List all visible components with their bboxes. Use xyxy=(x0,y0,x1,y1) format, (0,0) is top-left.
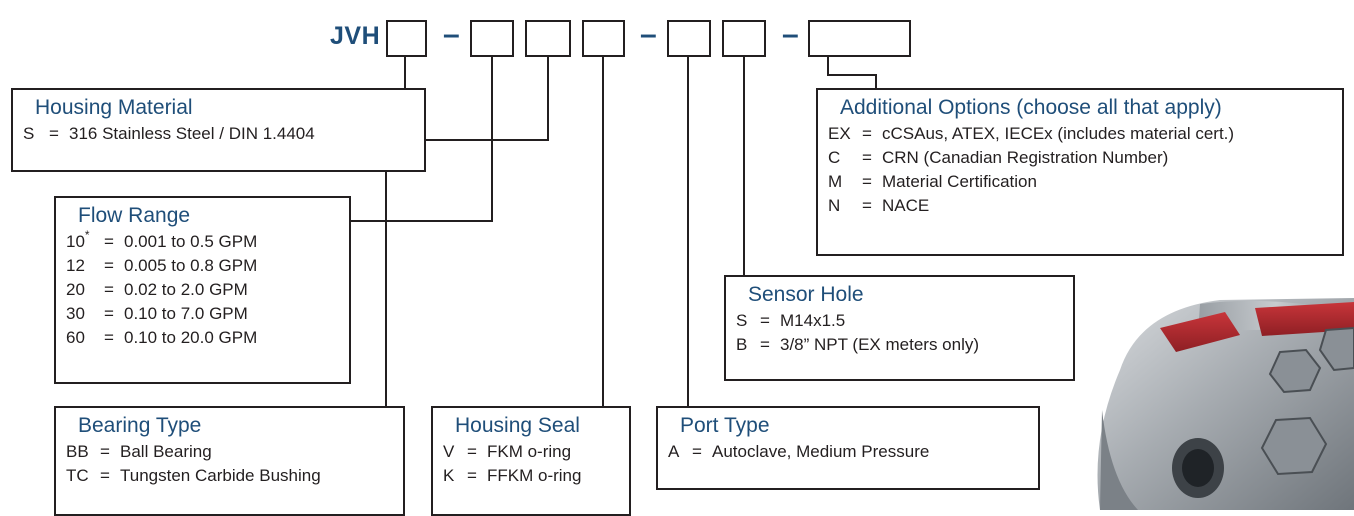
equals-sign: = xyxy=(457,464,487,488)
option-description: 0.02 to 2.0 GPM xyxy=(124,278,248,302)
option-description: FFKM o-ring xyxy=(487,464,581,488)
option-description: 3/8” NPT (EX meters only) xyxy=(780,333,979,357)
equals-sign: = xyxy=(852,146,882,170)
option-code: A xyxy=(668,440,682,464)
option-code: 10* xyxy=(66,230,94,254)
footnote-marker: * xyxy=(85,228,90,242)
option-code-value: 10 xyxy=(66,232,85,251)
model-prefix: JVH xyxy=(330,22,380,51)
slot-flow-range-1 xyxy=(470,20,514,57)
slot-port-type xyxy=(667,20,711,57)
equals-sign: = xyxy=(94,278,124,302)
option-row: 10* = 0.001 to 0.5 GPM xyxy=(66,230,339,254)
option-code: N xyxy=(828,194,852,218)
slot-sensor-hole xyxy=(722,20,766,57)
slot-bearing-type xyxy=(525,20,571,57)
equals-sign: = xyxy=(94,230,124,254)
option-code: M xyxy=(828,170,852,194)
equals-sign: = xyxy=(750,309,780,333)
option-row: B = 3/8” NPT (EX meters only) xyxy=(736,333,1063,357)
equals-sign: = xyxy=(90,464,120,488)
separator-dash: – xyxy=(640,18,657,52)
option-row: 60 = 0.10 to 20.0 GPM xyxy=(66,326,339,350)
option-row: 20 = 0.02 to 2.0 GPM xyxy=(66,278,339,302)
option-row: S = M14x1.5 xyxy=(736,309,1063,333)
option-code: EX xyxy=(828,122,852,146)
separator-dash: – xyxy=(782,18,799,52)
option-code: TC xyxy=(66,464,90,488)
option-code: S xyxy=(23,122,39,146)
flow-range-box: Flow Range 10* = 0.001 to 0.5 GPM 12 = 0… xyxy=(54,196,351,384)
option-row: S = 316 Stainless Steel / DIN 1.4404 xyxy=(23,122,414,146)
option-description: CRN (Canadian Registration Number) xyxy=(882,146,1168,170)
option-description: 0.10 to 20.0 GPM xyxy=(124,326,257,350)
option-description: Tungsten Carbide Bushing xyxy=(120,464,321,488)
option-code: 20 xyxy=(66,278,94,302)
additional-options-title: Additional Options (choose all that appl… xyxy=(840,96,1332,120)
equals-sign: = xyxy=(852,194,882,218)
option-code: V xyxy=(443,440,457,464)
housing-material-title: Housing Material xyxy=(35,96,414,120)
option-description: M14x1.5 xyxy=(780,309,845,333)
option-row: N = NACE xyxy=(828,194,1332,218)
bearing-type-title: Bearing Type xyxy=(78,414,393,438)
option-row: BB = Ball Bearing xyxy=(66,440,393,464)
option-description: 316 Stainless Steel / DIN 1.4404 xyxy=(69,122,315,146)
option-description: 0.001 to 0.5 GPM xyxy=(124,230,257,254)
housing-seal-title: Housing Seal xyxy=(455,414,619,438)
option-row: K = FFKM o-ring xyxy=(443,464,619,488)
option-code: K xyxy=(443,464,457,488)
housing-seal-box: Housing Seal V = FKM o-ring K = FFKM o-r… xyxy=(431,406,631,516)
option-code: B xyxy=(736,333,750,357)
equals-sign: = xyxy=(94,254,124,278)
option-code: 60 xyxy=(66,326,94,350)
option-row: EX = cCSAus, ATEX, IECEx (includes mater… xyxy=(828,122,1332,146)
option-description: Material Certification xyxy=(882,170,1037,194)
option-description: Ball Bearing xyxy=(120,440,212,464)
option-row: 12 = 0.005 to 0.8 GPM xyxy=(66,254,339,278)
slot-additional-options xyxy=(808,20,911,57)
equals-sign: = xyxy=(94,302,124,326)
option-description: Autoclave, Medium Pressure xyxy=(712,440,929,464)
option-row: C = CRN (Canadian Registration Number) xyxy=(828,146,1332,170)
slot-housing-seal xyxy=(582,20,625,57)
port-type-box: Port Type A = Autoclave, Medium Pressure xyxy=(656,406,1040,490)
equals-sign: = xyxy=(852,170,882,194)
equals-sign: = xyxy=(852,122,882,146)
equals-sign: = xyxy=(39,122,69,146)
equals-sign: = xyxy=(457,440,487,464)
flow-meter-photo xyxy=(1080,290,1354,510)
option-description: FKM o-ring xyxy=(487,440,571,464)
option-row: V = FKM o-ring xyxy=(443,440,619,464)
option-row: M = Material Certification xyxy=(828,170,1332,194)
equals-sign: = xyxy=(90,440,120,464)
equals-sign: = xyxy=(682,440,712,464)
option-code: BB xyxy=(66,440,90,464)
separator-dash: – xyxy=(443,18,460,52)
option-code: 12 xyxy=(66,254,94,278)
option-code: S xyxy=(736,309,750,333)
option-code: 30 xyxy=(66,302,94,326)
additional-options-box: Additional Options (choose all that appl… xyxy=(816,88,1344,256)
equals-sign: = xyxy=(750,333,780,357)
bearing-type-box: Bearing Type BB = Ball Bearing TC = Tung… xyxy=(54,406,405,516)
sensor-hole-title: Sensor Hole xyxy=(748,283,1063,307)
sensor-hole-box: Sensor Hole S = M14x1.5 B = 3/8” NPT (EX… xyxy=(724,275,1075,381)
option-row: A = Autoclave, Medium Pressure xyxy=(668,440,1028,464)
port-type-title: Port Type xyxy=(680,414,1028,438)
option-description: cCSAus, ATEX, IECEx (includes material c… xyxy=(882,122,1234,146)
meter-body xyxy=(1098,298,1354,510)
option-row: 30 = 0.10 to 7.0 GPM xyxy=(66,302,339,326)
housing-material-box: Housing Material S = 316 Stainless Steel… xyxy=(11,88,426,172)
equals-sign: = xyxy=(94,326,124,350)
option-row: TC = Tungsten Carbide Bushing xyxy=(66,464,393,488)
option-description: NACE xyxy=(882,194,929,218)
connector-additional-options xyxy=(828,56,876,88)
option-code: C xyxy=(828,146,852,170)
slot-housing-material xyxy=(386,20,427,57)
flow-range-title: Flow Range xyxy=(78,204,339,228)
option-description: 0.005 to 0.8 GPM xyxy=(124,254,257,278)
option-description: 0.10 to 7.0 GPM xyxy=(124,302,248,326)
